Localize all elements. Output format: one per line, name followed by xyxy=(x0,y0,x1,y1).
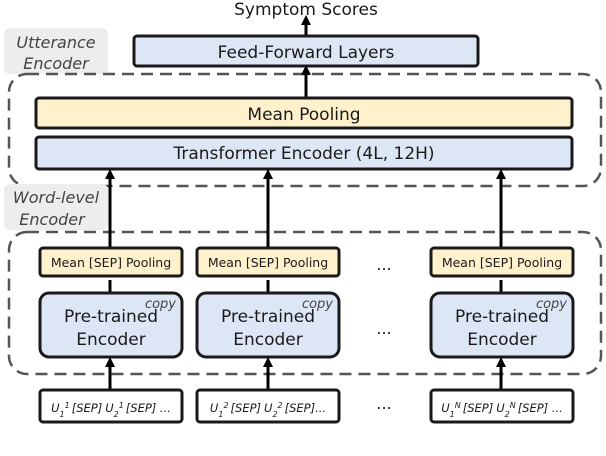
sep-pooling-label-1: Mean [SEP] Pooling xyxy=(51,255,171,270)
input-box-2 xyxy=(195,388,341,424)
pretrained-label-3b: Encoder xyxy=(467,330,537,350)
ellipsis-encoder: ... xyxy=(376,319,391,338)
input-box-1 xyxy=(38,388,184,424)
word-level-encoder-region xyxy=(7,230,603,376)
copy-label-3: copy xyxy=(536,297,567,312)
input-text-2: U12[SEP]U22[SEP]... xyxy=(210,401,326,419)
word-level-label-bg xyxy=(4,184,108,230)
input-text-3: U1N[SEP]U2N[SEP] ... xyxy=(441,401,563,419)
mean-pooling-label: Mean Pooling xyxy=(247,105,360,125)
pretrained-label-2b: Encoder xyxy=(233,330,303,350)
utterance-label-line2: Encoder xyxy=(23,54,90,73)
ellipsis-input: ... xyxy=(376,394,391,413)
pretrained-label-3a: Pre-trained xyxy=(455,307,549,327)
word-level-label-line2: Encoder xyxy=(19,210,86,229)
pretrained-label-2a: Pre-trained xyxy=(221,307,315,327)
mean-pooling-box xyxy=(34,96,574,130)
copy-label-1: copy xyxy=(145,297,176,312)
copy-label-2: copy xyxy=(302,297,333,312)
ellipsis-pooling: ... xyxy=(376,255,391,274)
output-label: Symptom Scores xyxy=(234,0,378,20)
utterance-label-line1: Utterance xyxy=(16,33,95,52)
sep-pooling-box-2 xyxy=(195,246,341,278)
pretrained-label-1a: Pre-trained xyxy=(64,307,158,327)
sep-pooling-label-3: Mean [SEP] Pooling xyxy=(442,255,562,270)
input-box-3 xyxy=(429,388,575,424)
feed-forward-label: Feed-Forward Layers xyxy=(218,43,395,63)
utterance-label-bg xyxy=(4,28,108,74)
sep-pooling-box-3 xyxy=(429,246,575,278)
transformer-encoder-box xyxy=(34,135,574,171)
sep-pooling-box-1 xyxy=(38,246,184,278)
word-level-label-line1: Word-level xyxy=(13,188,100,207)
input-text-1: U11[SEP]U21[SEP] ... xyxy=(51,401,171,419)
pretrained-label-1b: Encoder xyxy=(76,330,146,350)
sep-pooling-label-2: Mean [SEP] Pooling xyxy=(208,255,328,270)
transformer-encoder-label: Transformer Encoder (4L, 12H) xyxy=(172,144,434,164)
